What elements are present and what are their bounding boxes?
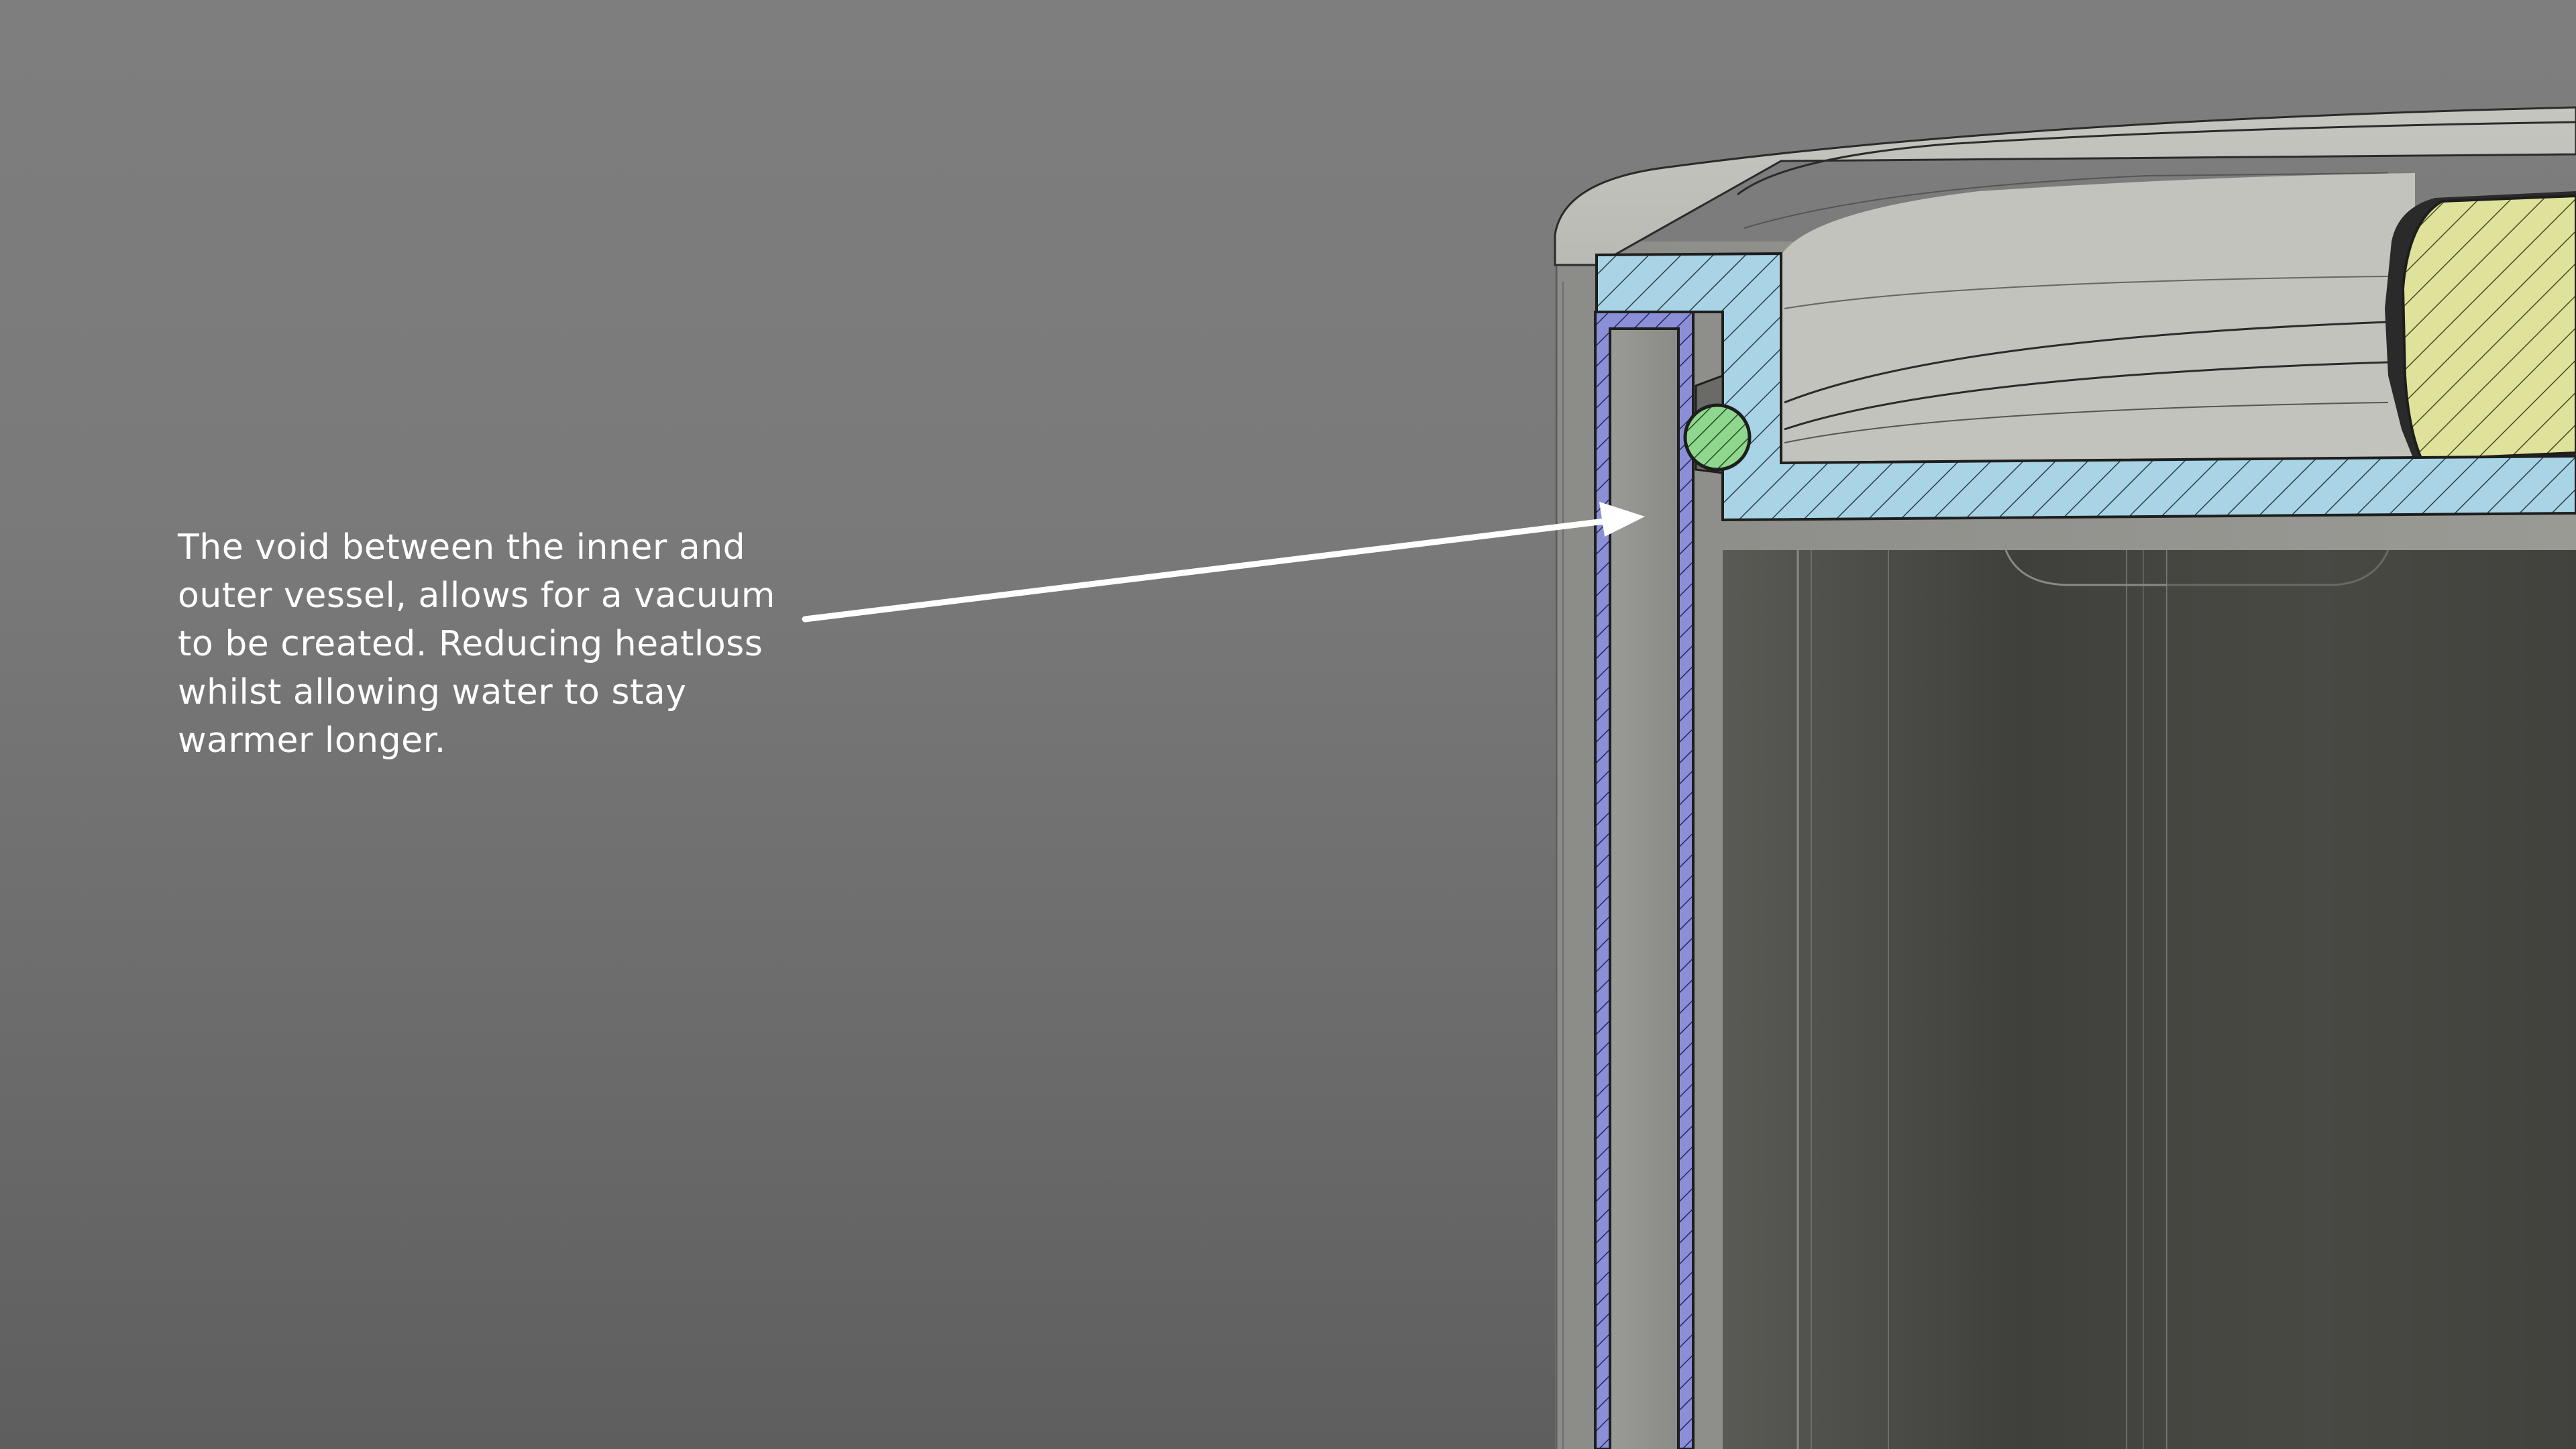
annotation-text: The void between the inner and outer ves…	[178, 527, 775, 761]
lid-insert-section	[2385, 191, 2576, 463]
lid-inner-recess	[1781, 173, 2415, 496]
arrow-right-icon	[802, 502, 1645, 623]
vessel-interior	[1723, 549, 2576, 1449]
vacuum-void	[1609, 330, 1678, 1449]
o-ring-seal	[1683, 403, 1752, 472]
lid-top-surface	[1554, 106, 2576, 266]
outer-vessel-wall-section	[1594, 311, 1695, 1449]
